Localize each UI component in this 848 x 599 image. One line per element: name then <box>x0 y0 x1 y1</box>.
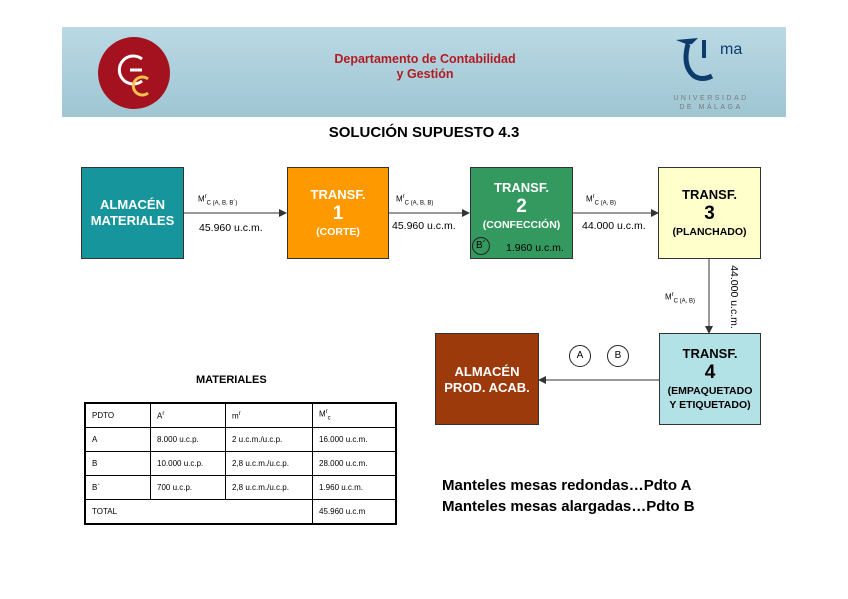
uma-logo-text: ma <box>720 41 742 58</box>
table-total-row: TOTAL 45.960 u.c.m <box>84 499 397 525</box>
node-transf-2-number: 2 <box>516 196 527 217</box>
row-pdto: A <box>84 427 151 452</box>
node-transf-4-sub1: (EMPAQUETADO <box>667 385 753 397</box>
node-transf-3-sub: (PLANCHADO) <box>672 226 747 238</box>
header-banner <box>62 27 786 117</box>
node-almacen-materiales-line2: MATERIALES <box>90 213 175 228</box>
row-pdto: B <box>84 451 151 476</box>
uma-logo-mark: ma <box>676 38 742 81</box>
row-total: 1.960 u.c.m. <box>312 475 397 500</box>
node-transf-1-number: 1 <box>332 203 344 224</box>
department-line2: y Gestión <box>396 67 454 81</box>
total-label: TOTAL <box>84 499 313 525</box>
node-almacen-prod-line1: ALMACÉN <box>454 364 520 379</box>
note-line-1: Manteles mesas redondas…Pdto A <box>442 477 692 494</box>
node-transf-1-sub: (CORTE) <box>316 226 360 238</box>
gc-logo <box>98 37 170 109</box>
flow-1-quantity: 45.960 u.c.m. <box>199 222 263 234</box>
node-almacen-materiales-line1: ALMACÉN <box>100 197 165 212</box>
gc-logo-mark <box>117 54 149 97</box>
node-transf-4: TRANSF. 4 (EMPAQUETADO Y ETIQUETADO) <box>659 333 761 425</box>
flow-4-quantity: 44.000 u.c.m. <box>728 265 740 329</box>
uma-logo: ma <box>672 36 752 82</box>
table-row: B 10.000 u.c.p. 2,8 u.c.m./u.c.p. 28.000… <box>84 451 397 476</box>
node-transf-4-number: 4 <box>704 362 716 383</box>
node-almacen-prod-acab: ALMACÉN PROD. ACAB. <box>435 333 539 425</box>
node-transf-2-sub: (CONFECCIÓN) <box>482 219 561 231</box>
circle-b: B <box>607 345 629 367</box>
uma-line1: UNIVERSIDAD <box>673 95 749 102</box>
materials-title: MATERIALES <box>196 374 267 386</box>
row-ar: 700 u.c.p. <box>150 475 226 500</box>
node-transf-3-label: TRANSF. <box>682 187 737 202</box>
flow-4-label: MrC (A, B) <box>665 292 696 305</box>
row-ar: 8.000 u.c.p. <box>150 427 226 452</box>
node-transf-4-label: TRANSF. <box>682 346 738 361</box>
row-total: 16.000 u.c.m. <box>312 427 397 452</box>
table-row: B` 700 u.c.p. 2,8 u.c.m./u.c.p. 1.960 u.… <box>84 475 397 500</box>
node-transf-4-sub2: Y ETIQUETADO) <box>669 399 751 411</box>
flow-2-label: MrC (A, B, B) <box>396 194 434 207</box>
node-transf-3: TRANSF. 3 (PLANCHADO) <box>658 167 761 259</box>
b-prime-quantity: 1.960 u.c.m. <box>506 242 564 254</box>
note-line-2: Manteles mesas alargadas…Pdto B <box>442 498 695 515</box>
row-total: 28.000 u.c.m. <box>312 451 397 476</box>
node-transf-2-label: TRANSF. <box>494 180 549 195</box>
department-name: Departamento de Contabilidad y Gestión <box>300 52 550 82</box>
header-pdto: PDTO <box>84 402 151 428</box>
circle-a: A <box>569 345 591 367</box>
circle-b-prime: B´ <box>472 237 490 255</box>
flow-1-label: MrC (A, B, B´) <box>198 194 238 207</box>
row-mr: 2 u.c.m./u.c.p. <box>225 427 313 452</box>
table-row: A 8.000 u.c.p. 2 u.c.m./u.c.p. 16.000 u.… <box>84 427 397 452</box>
uma-line2: DE MÁLAGA <box>679 104 743 111</box>
table-header-row: PDTO Ar mr Mrc <box>84 402 397 428</box>
node-transf-3-number: 3 <box>704 203 715 224</box>
header-mr: mr <box>225 402 313 428</box>
row-ar: 10.000 u.c.p. <box>150 451 226 476</box>
node-almacen-prod-line2: PROD. ACAB. <box>444 380 530 395</box>
flow-2-quantity: 45.960 u.c.m. <box>392 220 456 232</box>
header-ar: Ar <box>150 402 226 428</box>
uma-name: UNIVERSIDAD DE MÁLAGA <box>662 94 760 112</box>
row-mr: 2,8 u.c.m./u.c.p. <box>225 451 313 476</box>
page-title: SOLUCIÓN SUPUESTO 4.3 <box>328 124 520 141</box>
flow-3-quantity: 44.000 u.c.m. <box>582 220 646 232</box>
materials-table: PDTO Ar mr Mrc A 8.000 u.c.p. 2 u.c.m./u… <box>84 402 397 525</box>
flow-3-label: MrC (A, B) <box>586 194 617 207</box>
node-transf-1: TRANSF. 1 (CORTE) <box>287 167 389 259</box>
header-mrc: Mrc <box>312 402 397 428</box>
total-value: 45.960 u.c.m <box>312 499 397 525</box>
row-pdto: B` <box>84 475 151 500</box>
node-almacen-materiales: ALMACÉN MATERIALES <box>81 167 184 259</box>
row-mr: 2,8 u.c.m./u.c.p. <box>225 475 313 500</box>
node-transf-1-label: TRANSF. <box>310 187 366 202</box>
department-line1: Departamento de Contabilidad <box>334 52 516 66</box>
